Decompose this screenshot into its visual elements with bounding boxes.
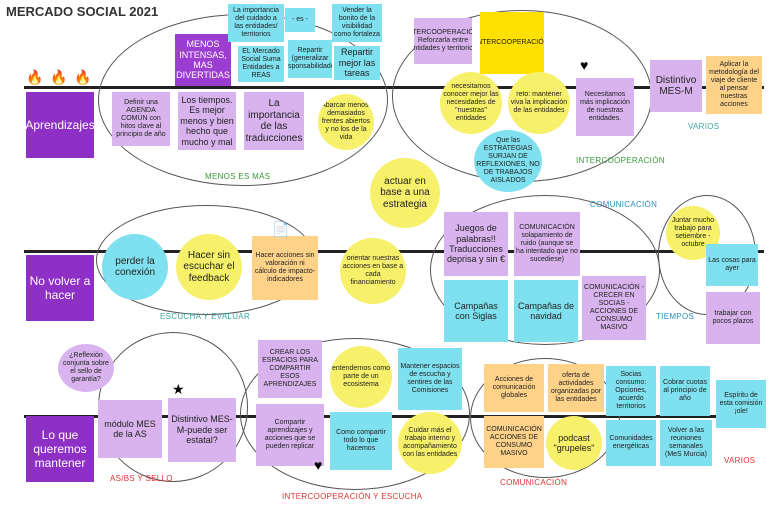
note-agenda: Definir una AGENDA COMÚN con hitos clave… (112, 92, 170, 146)
note-juntar: Juntar mucho trabajo para setiembre - oc… (666, 206, 720, 260)
note-oferta: oferta de actividades organizadas por la… (548, 364, 604, 412)
note-mercado-suma: EL Mercado Social Suma Entidades a REAS (238, 46, 284, 82)
note-estrategias: Que las ESTRATEGIAS SURJAN DE REFLEXIONE… (474, 130, 542, 192)
fire-icon: 🔥 (26, 69, 44, 85)
note-hacer: Hacer sin escuchar el feedback (176, 234, 242, 300)
row-label-no-volver: No volver a hacer (26, 255, 94, 321)
star-icon: ★ (172, 381, 185, 397)
fire-icon: 🔥 (50, 69, 68, 85)
note-espiritu: Espíritu de esta comisión ¡ole! (716, 380, 766, 428)
note-modulo: módulo MES de la AS (98, 400, 162, 458)
section-tiempos: TIEMPOS (656, 312, 695, 321)
note-actuar: actuar en base a una estrategia (370, 158, 440, 228)
note-distintivo2: Distintivo MES-M-puede ser estatal? (168, 398, 236, 462)
document-icon: 📄 (272, 221, 290, 237)
section-escucha: ESCUCHA Y EVALUAR (160, 312, 251, 321)
note-entendernos: entendernos como parte de un ecosistema (330, 346, 392, 408)
note-juegos: Juegos de palabras!! Traducciones depris… (444, 212, 508, 276)
note-comun-solap: COMUNICACIÓN solapamiento de ruido (aunq… (514, 212, 580, 276)
note-compartir: Compartir aprendizajes y acciones que se… (256, 404, 324, 466)
section-menos: MENOS ES MÁS (205, 172, 271, 181)
group-oval-inter2 (240, 338, 470, 490)
note-es: - es - (285, 8, 315, 32)
note-acciones-glob: Acciones de comunicación globales (484, 364, 544, 412)
note-perder: perder la conexión (102, 234, 168, 300)
note-crecer: COMUNICACIÓN - CRECER EN SOCIAS - ACCION… (582, 276, 646, 340)
row-label-mantener: Lo que queremos mantener (26, 416, 94, 482)
note-crear: CREAR LOS ESPACIOS PARA COMPARTIR ESOS A… (258, 340, 322, 398)
note-reto: reto: mantener viva la implicación de la… (508, 72, 570, 134)
note-como: Como compartir todo lo que hacemos (330, 412, 392, 470)
note-comunidades: Comunidades energéticas (606, 420, 656, 466)
note-intercoop: INTERCOOPERACIÓN (480, 12, 544, 74)
note-podcast: podcast "grupeles" (546, 416, 602, 470)
heart-icon: ♥ (314, 457, 323, 473)
heart-icon: ♥ (580, 57, 589, 73)
note-inter-refl: INTERCOOPERACIÓN: Reforzarla entre entid… (414, 18, 472, 64)
note-cobrar: Cobrar cuotas al principio de año (660, 366, 710, 416)
note-socias: Socias consumo: Opciones, acuerdo territ… (606, 366, 656, 416)
section-varios2: VARIOS (724, 456, 756, 465)
note-tiempos: Los tiempos. Es mejor menos y bien hecho… (178, 92, 236, 150)
note-abarcar: Abarcar menos-demasiados frentes abierto… (318, 94, 374, 150)
note-trabajar: trabajar con pocos plazos (706, 292, 760, 344)
section-asbs: AS/BS Y SELLO (110, 474, 173, 483)
section-inter2: INTERCOOPERACIÓN Y ESCUCHA (282, 492, 423, 501)
group-oval-comun2 (470, 358, 620, 478)
note-campanas-siglas: Campañas con Siglas (444, 280, 508, 342)
note-reflexion: ¿Reflexión conjunta sobre el sello de ga… (58, 344, 114, 392)
note-campanas-navidad: Campañas de navidad (514, 280, 578, 342)
note-importancia-cuidado: La importancia del cuidado a las entidad… (228, 4, 284, 42)
note-mantener: Mantener espacios de escucha y sentires … (398, 348, 462, 410)
section-inter1: INTERCOOPERACIÓN (576, 156, 665, 165)
board-title: MERCADO SOCIAL 2021 (6, 4, 159, 19)
note-repartir2: Repartir mejor las tareas (334, 46, 380, 80)
note-vender: Vender la bonito de la visibilidad como … (332, 4, 382, 42)
note-cuidar: Cuidar más el trabajo interno y acompaña… (398, 412, 462, 474)
note-cosas: Las cosas para ayer (706, 244, 758, 286)
note-menos-intensas: MENOS INTENSAS, MAS DIVERTIDAS (175, 34, 231, 86)
note-distintivo: Distintivo MES-M (650, 60, 702, 112)
note-aplicar: Aplicar la metodología del viaje de clie… (706, 56, 762, 114)
row-label-aprendizajes: Aprendizajes (25, 92, 95, 158)
note-importancia-trad: La importancia de las traducciones (244, 92, 304, 150)
fire-icon: 🔥 (74, 69, 92, 85)
section-comun1: COMUNICACIÓN (590, 200, 658, 209)
section-comun2: COMUNICACIÓN (500, 478, 568, 487)
note-necesitamos: necesitamos conocer mejor las necesidade… (440, 72, 502, 134)
section-varios1: VARIOS (688, 122, 720, 131)
note-volver: Volver a las reuniones semanales (MeS Mu… (660, 420, 712, 466)
note-necesitamos2: Necesitamos más implicación de nuestras … (576, 78, 634, 136)
note-repartir: Repartir (generalizar responsabilidades (288, 40, 332, 78)
note-orientar: orientar nuestras acciones en base a cad… (340, 238, 406, 304)
note-comun-consumo: COMUNICACIÓN ACCIONES DE CONSUMO MASIVO (484, 416, 544, 468)
note-hacer-acc: Hacer acciones sin valoración ni cálculo… (252, 236, 318, 300)
